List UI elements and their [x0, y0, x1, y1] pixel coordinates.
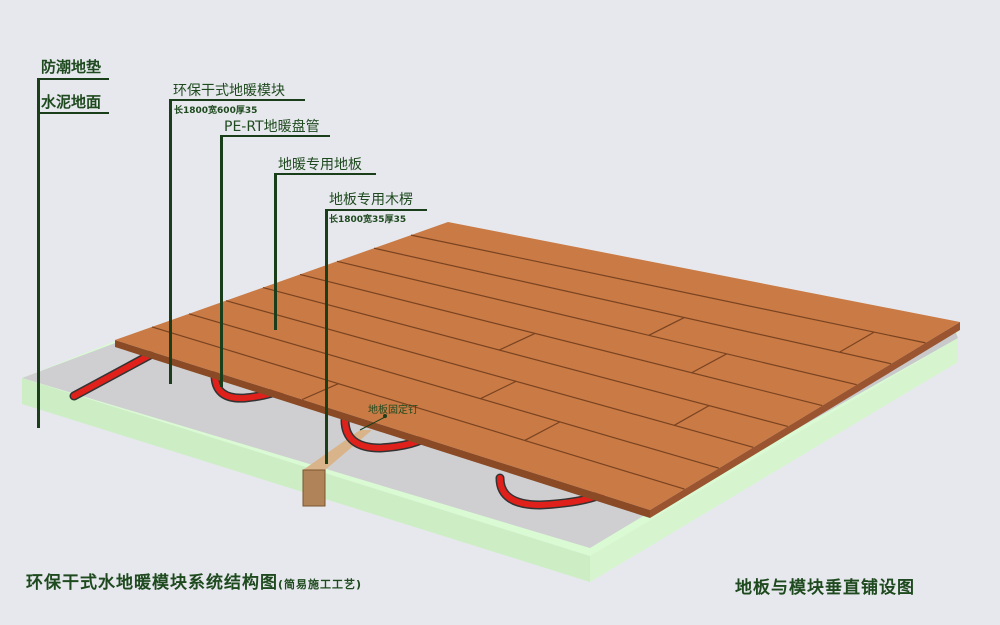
main-title-text: 环保干式水地暖模块系统结构图: [26, 573, 278, 593]
nail-marker: [383, 414, 387, 418]
pipe-loop: [497, 475, 603, 509]
leader-line: [325, 209, 328, 464]
floor-right-face: [650, 322, 960, 518]
board-joint: [648, 317, 685, 336]
label-joist: 地板专用木楞: [329, 192, 413, 208]
label-moisture-pad: 防潮地垫: [41, 58, 102, 76]
leader-line: [220, 135, 330, 137]
label-cement-floor: 水泥地面: [41, 93, 102, 111]
label-pipe: PE-RT地暖盘管: [224, 119, 320, 135]
main-title: 环保干式水地暖模块系统结构图(简易施工工艺): [26, 568, 362, 593]
leader-line: [274, 173, 277, 330]
board-joint: [691, 353, 728, 374]
label-module-size: 长1800宽600厚35: [174, 106, 258, 116]
board-joint: [480, 380, 517, 400]
pipe-loop: [71, 352, 153, 399]
board-joint: [839, 331, 875, 353]
leader-line: [325, 209, 427, 211]
board-joint: [498, 332, 536, 351]
leader-line: [37, 78, 40, 428]
board-seam: [225, 300, 754, 448]
nail-pointer: [359, 416, 386, 431]
leader-line: [274, 173, 376, 175]
leader-line: [37, 112, 109, 114]
joist-end: [302, 469, 326, 507]
board-seam: [373, 247, 892, 365]
board-seam: [188, 313, 720, 469]
board-joint: [673, 405, 710, 426]
leader-line: [37, 78, 109, 80]
leader-line: [220, 135, 223, 387]
label-nail: 地板固定钉: [368, 405, 418, 416]
board-seam: [299, 273, 823, 407]
leader-line: [169, 99, 172, 384]
board-seam: [410, 234, 926, 344]
label-module: 环保干式地暖模块: [173, 83, 285, 99]
main-title-note: (简易施工工艺): [278, 578, 363, 591]
label-joist-size: 长1800宽35厚35: [329, 215, 407, 225]
leader-line: [169, 99, 305, 101]
floor-front-face: [115, 340, 650, 518]
heating-pipes: [69, 350, 605, 510]
board-seam: [151, 326, 685, 490]
cement-surface: [22, 342, 650, 548]
board-joint: [302, 383, 339, 401]
right-title: 地板与模块垂直铺设图: [735, 578, 915, 598]
label-floorboard: 地暖专用地板: [278, 157, 362, 173]
board-joint: [524, 421, 561, 441]
board-seam: [336, 260, 857, 386]
board-seam: [262, 286, 788, 428]
slab-right-face: [590, 338, 958, 582]
board-seams: [151, 234, 926, 490]
